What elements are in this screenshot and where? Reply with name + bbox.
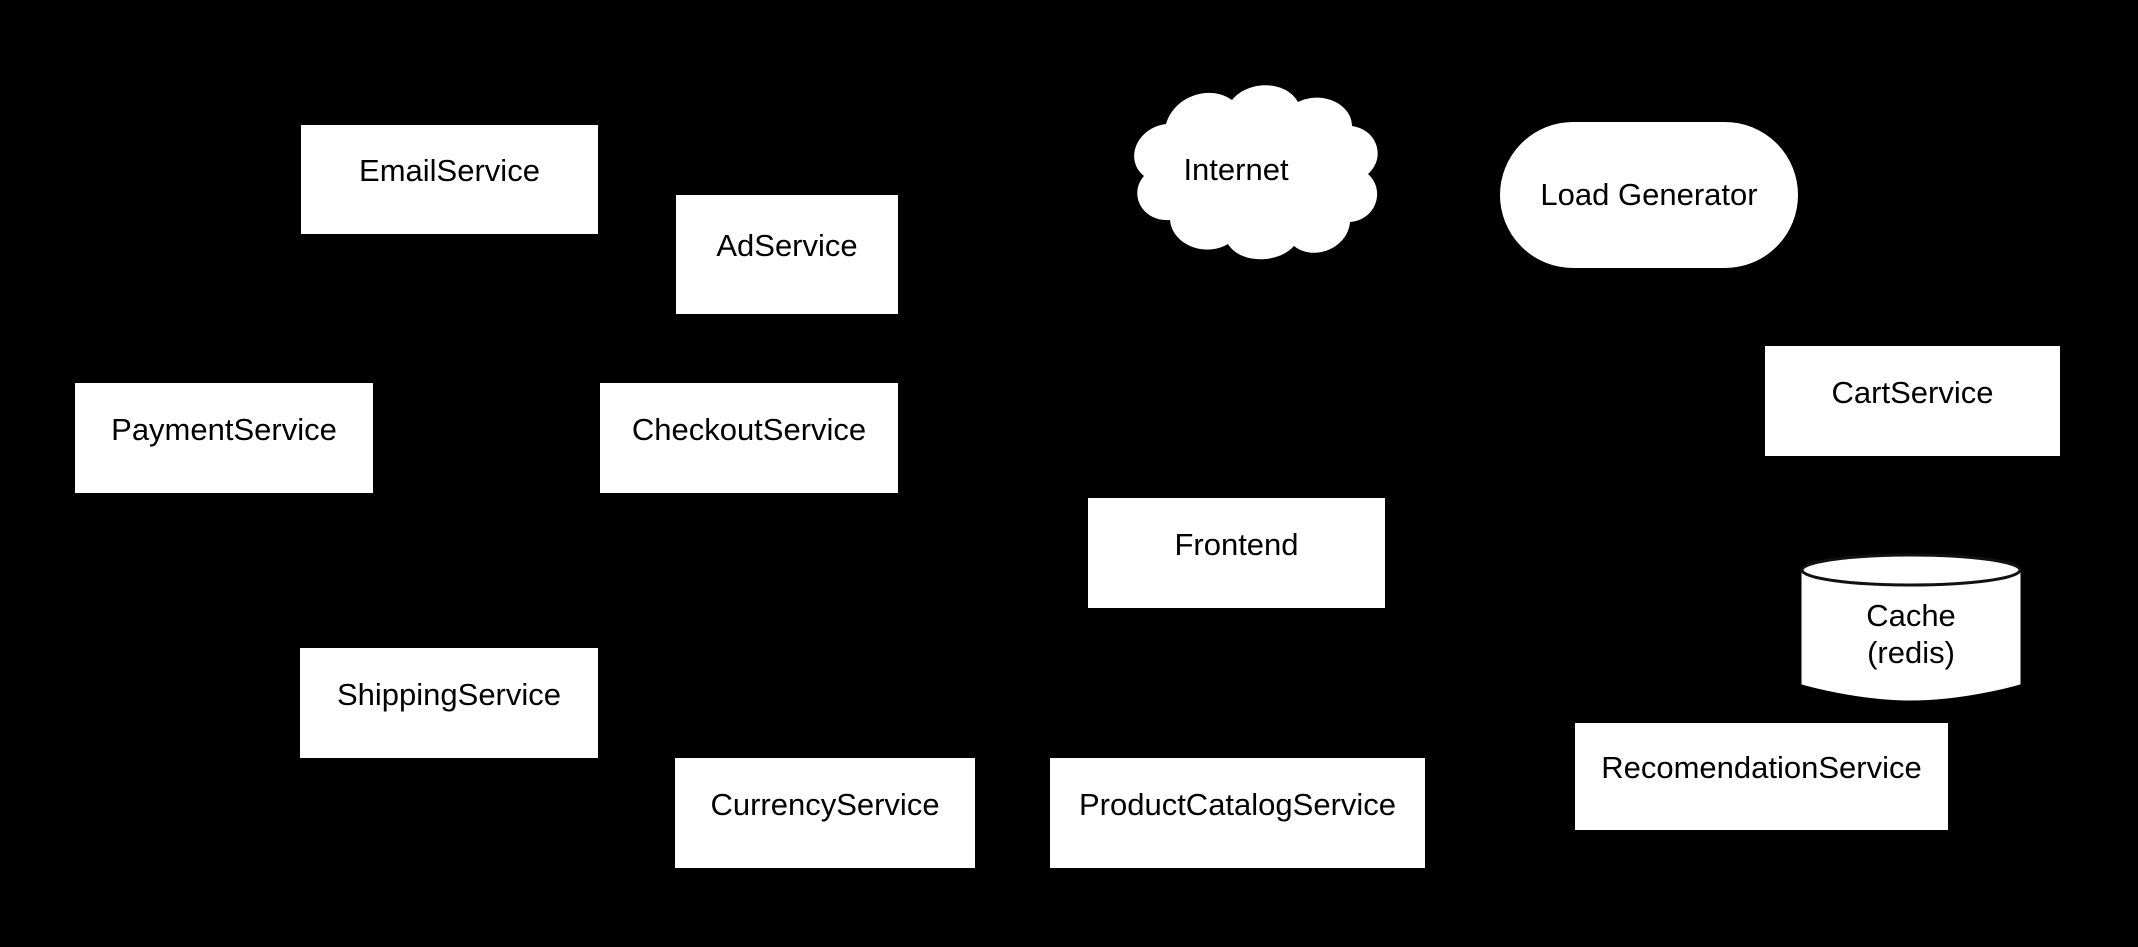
node-paymentservice[interactable]: PaymentService <box>75 383 373 493</box>
node-recomendationservice[interactable]: RecomendationService <box>1575 723 1948 830</box>
node-currencyservice[interactable]: CurrencyService <box>675 758 975 868</box>
node-adservice[interactable]: AdService <box>676 195 898 314</box>
cloud-shape-icon <box>1134 85 1378 260</box>
node-label-recomendationservice: RecomendationService <box>1601 750 1922 786</box>
node-label-frontend: Frontend <box>1174 526 1299 562</box>
node-label-currencyservice: CurrencyService <box>710 786 940 822</box>
node-frontend[interactable]: Frontend <box>1088 498 1385 608</box>
node-label-loadgenerator: Load Generator <box>1540 176 1758 212</box>
node-checkoutservice[interactable]: CheckoutService <box>600 383 898 493</box>
node-label-cartservice: CartService <box>1831 374 1994 410</box>
node-label-productcatalogservice: ProductCatalogService <box>1078 786 1397 822</box>
cylinder-database-icon <box>1800 553 2022 701</box>
node-label-checkoutservice: CheckoutService <box>631 411 867 447</box>
node-label-shippingservice: ShippingService <box>336 676 562 712</box>
node-cache-redis[interactable]: Cache (redis) <box>1800 553 2022 701</box>
node-label-emailservice: EmailService <box>359 153 540 189</box>
node-label-paymentservice: PaymentService <box>111 411 337 447</box>
node-shippingservice[interactable]: ShippingService <box>300 648 598 758</box>
node-cartservice[interactable]: CartService <box>1765 346 2060 456</box>
node-internet[interactable]: Internet <box>1090 78 1382 262</box>
node-label-adservice: AdService <box>716 228 858 264</box>
node-productcatalogservice[interactable]: ProductCatalogService <box>1050 758 1425 868</box>
node-emailservice[interactable]: EmailService <box>301 125 598 234</box>
node-loadgenerator[interactable]: Load Generator <box>1500 122 1798 268</box>
